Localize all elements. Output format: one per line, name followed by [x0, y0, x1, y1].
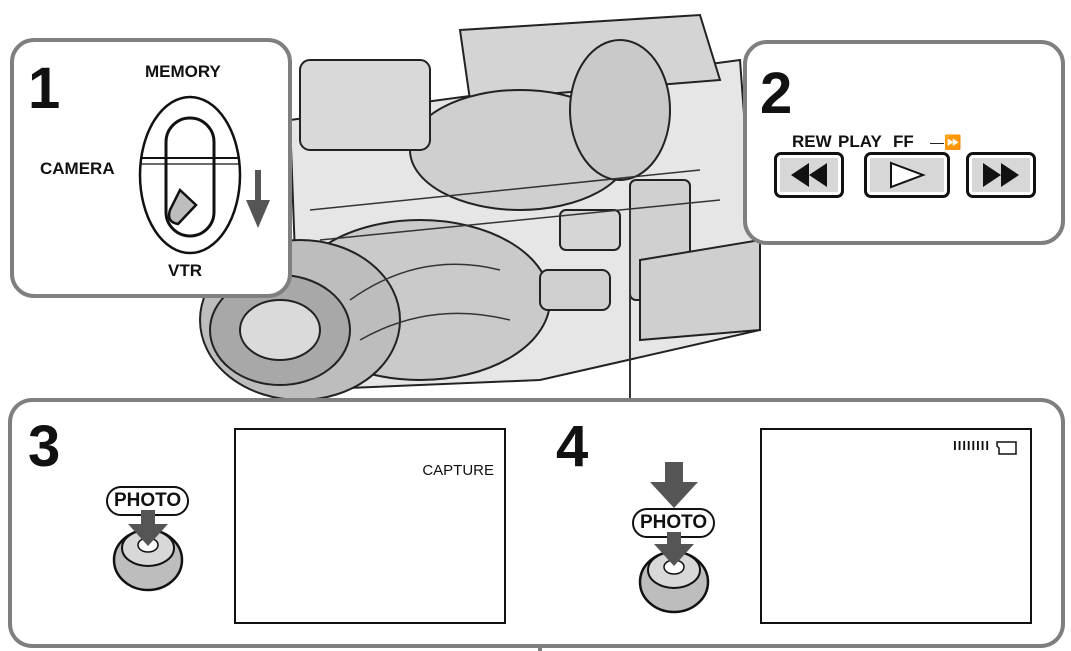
- photo-label-step-4: PHOTO: [632, 508, 716, 538]
- ff-label: FF: [893, 132, 914, 151]
- play-icon: [890, 161, 926, 189]
- memory-bar-text: IIIIIIII: [953, 438, 990, 453]
- fast-forward-icon: [983, 163, 1019, 187]
- tape-cassette-icon: [996, 441, 1017, 455]
- step-4-screen: IIIIIIII: [760, 428, 1032, 624]
- fast-forward-button[interactable]: [966, 152, 1036, 198]
- play-button[interactable]: [864, 152, 950, 198]
- step-4-number: 4: [556, 414, 588, 479]
- capture-text: CAPTURE: [422, 462, 494, 479]
- rew-label: REW: [792, 132, 832, 151]
- camera-label: CAMERA: [40, 159, 115, 178]
- ff-mark-label: —⏩: [930, 134, 962, 150]
- rewind-button[interactable]: [774, 152, 844, 198]
- step-2-panel: [743, 40, 1065, 245]
- step-3-screen: CAPTURE: [234, 428, 506, 624]
- play-label: PLAY: [838, 132, 882, 151]
- step-1-number: 1: [28, 56, 60, 121]
- memory-label: MEMORY: [145, 62, 221, 81]
- step-2-number: 2: [760, 61, 792, 126]
- step-3-number: 3: [28, 414, 60, 479]
- rewind-icon: [791, 163, 827, 187]
- photo-label-step-3: PHOTO: [106, 486, 190, 516]
- vtr-label: VTR: [168, 261, 202, 280]
